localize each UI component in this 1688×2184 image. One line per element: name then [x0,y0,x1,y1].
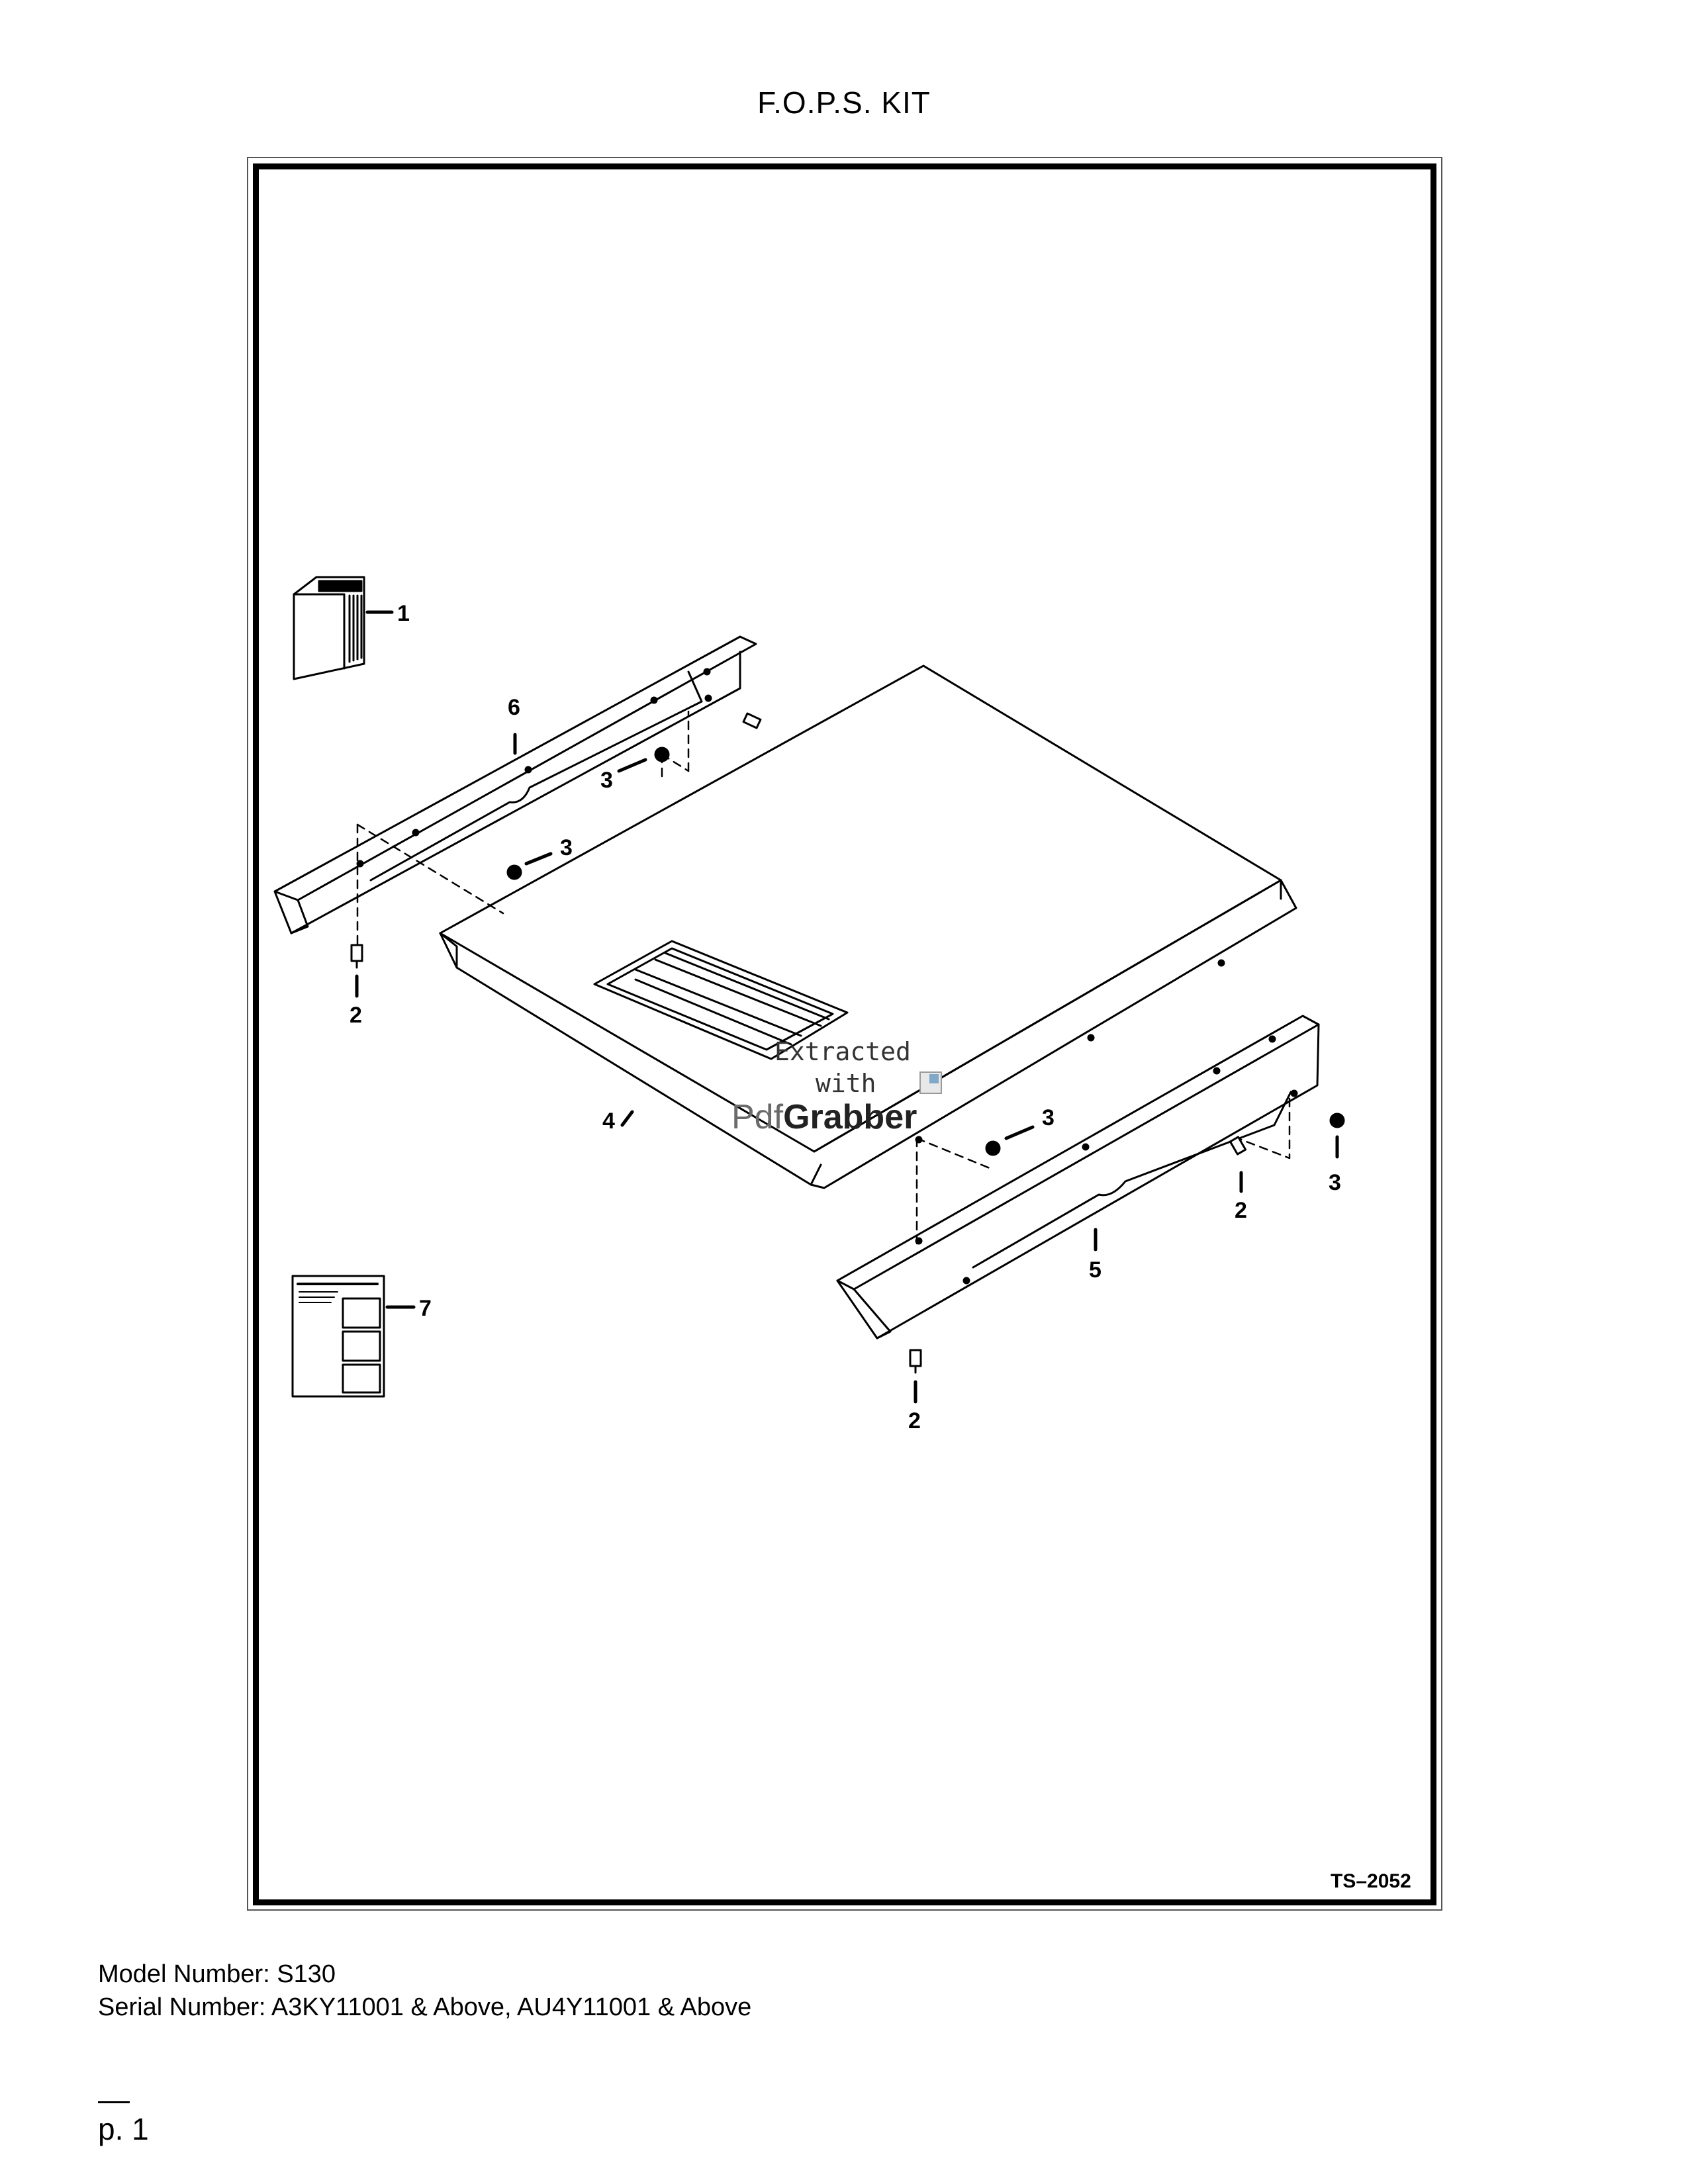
callout-1: 1 [397,601,410,626]
pdfgrabber-watermark: Extracted with PdfGrabber [731,1037,942,1136]
callout-3-top: 3 [600,768,613,793]
callout-5: 5 [1089,1257,1102,1283]
watermark-line1: Extracted [774,1037,911,1066]
callout-2-center: 2 [908,1408,921,1433]
watermark-brand-b: Grabber [783,1098,917,1136]
callout-3-right: 3 [1329,1170,1341,1195]
decal-pack-part [293,576,394,680]
watermark-brand-a: Pdf [731,1098,784,1136]
callout-7: 7 [419,1296,432,1321]
serial-number: Serial Number: A3KY11001 & Above, AU4Y11… [98,1993,752,2021]
callout-2-right: 2 [1235,1198,1247,1223]
callout-labels: 1 6 3 3 2 4 3 3 2 5 7 2 [350,601,1341,1433]
figure-frame-outer [247,157,1442,1911]
page-number-rule [98,2101,130,2103]
left-rail-part [273,635,757,934]
figure-frame [253,163,1436,1905]
watermark-brand: PdfGrabber [731,1098,917,1136]
right-rail-part [836,1015,1320,1340]
model-number: Model Number: S130 [98,1960,336,1988]
manual-part [291,1275,416,1398]
callout-3-mid: 3 [560,835,573,860]
callout-6: 6 [508,695,520,720]
top-panel-part [439,664,1297,1189]
page-title: F.O.P.S. KIT [757,85,931,120]
bolt-hardware [350,712,1247,1404]
watermark-logo-square [929,1074,939,1083]
figure-code: TS–2052 [1331,1870,1411,1892]
callout-2-left: 2 [350,1003,362,1028]
callout-4: 4 [602,1109,615,1134]
page-number: p. 1 [98,2112,149,2146]
nut-hardware [506,747,1345,1159]
watermark-line2: with [816,1069,876,1098]
assembly-lines [356,710,1291,1246]
callout-3-center: 3 [1042,1105,1055,1130]
